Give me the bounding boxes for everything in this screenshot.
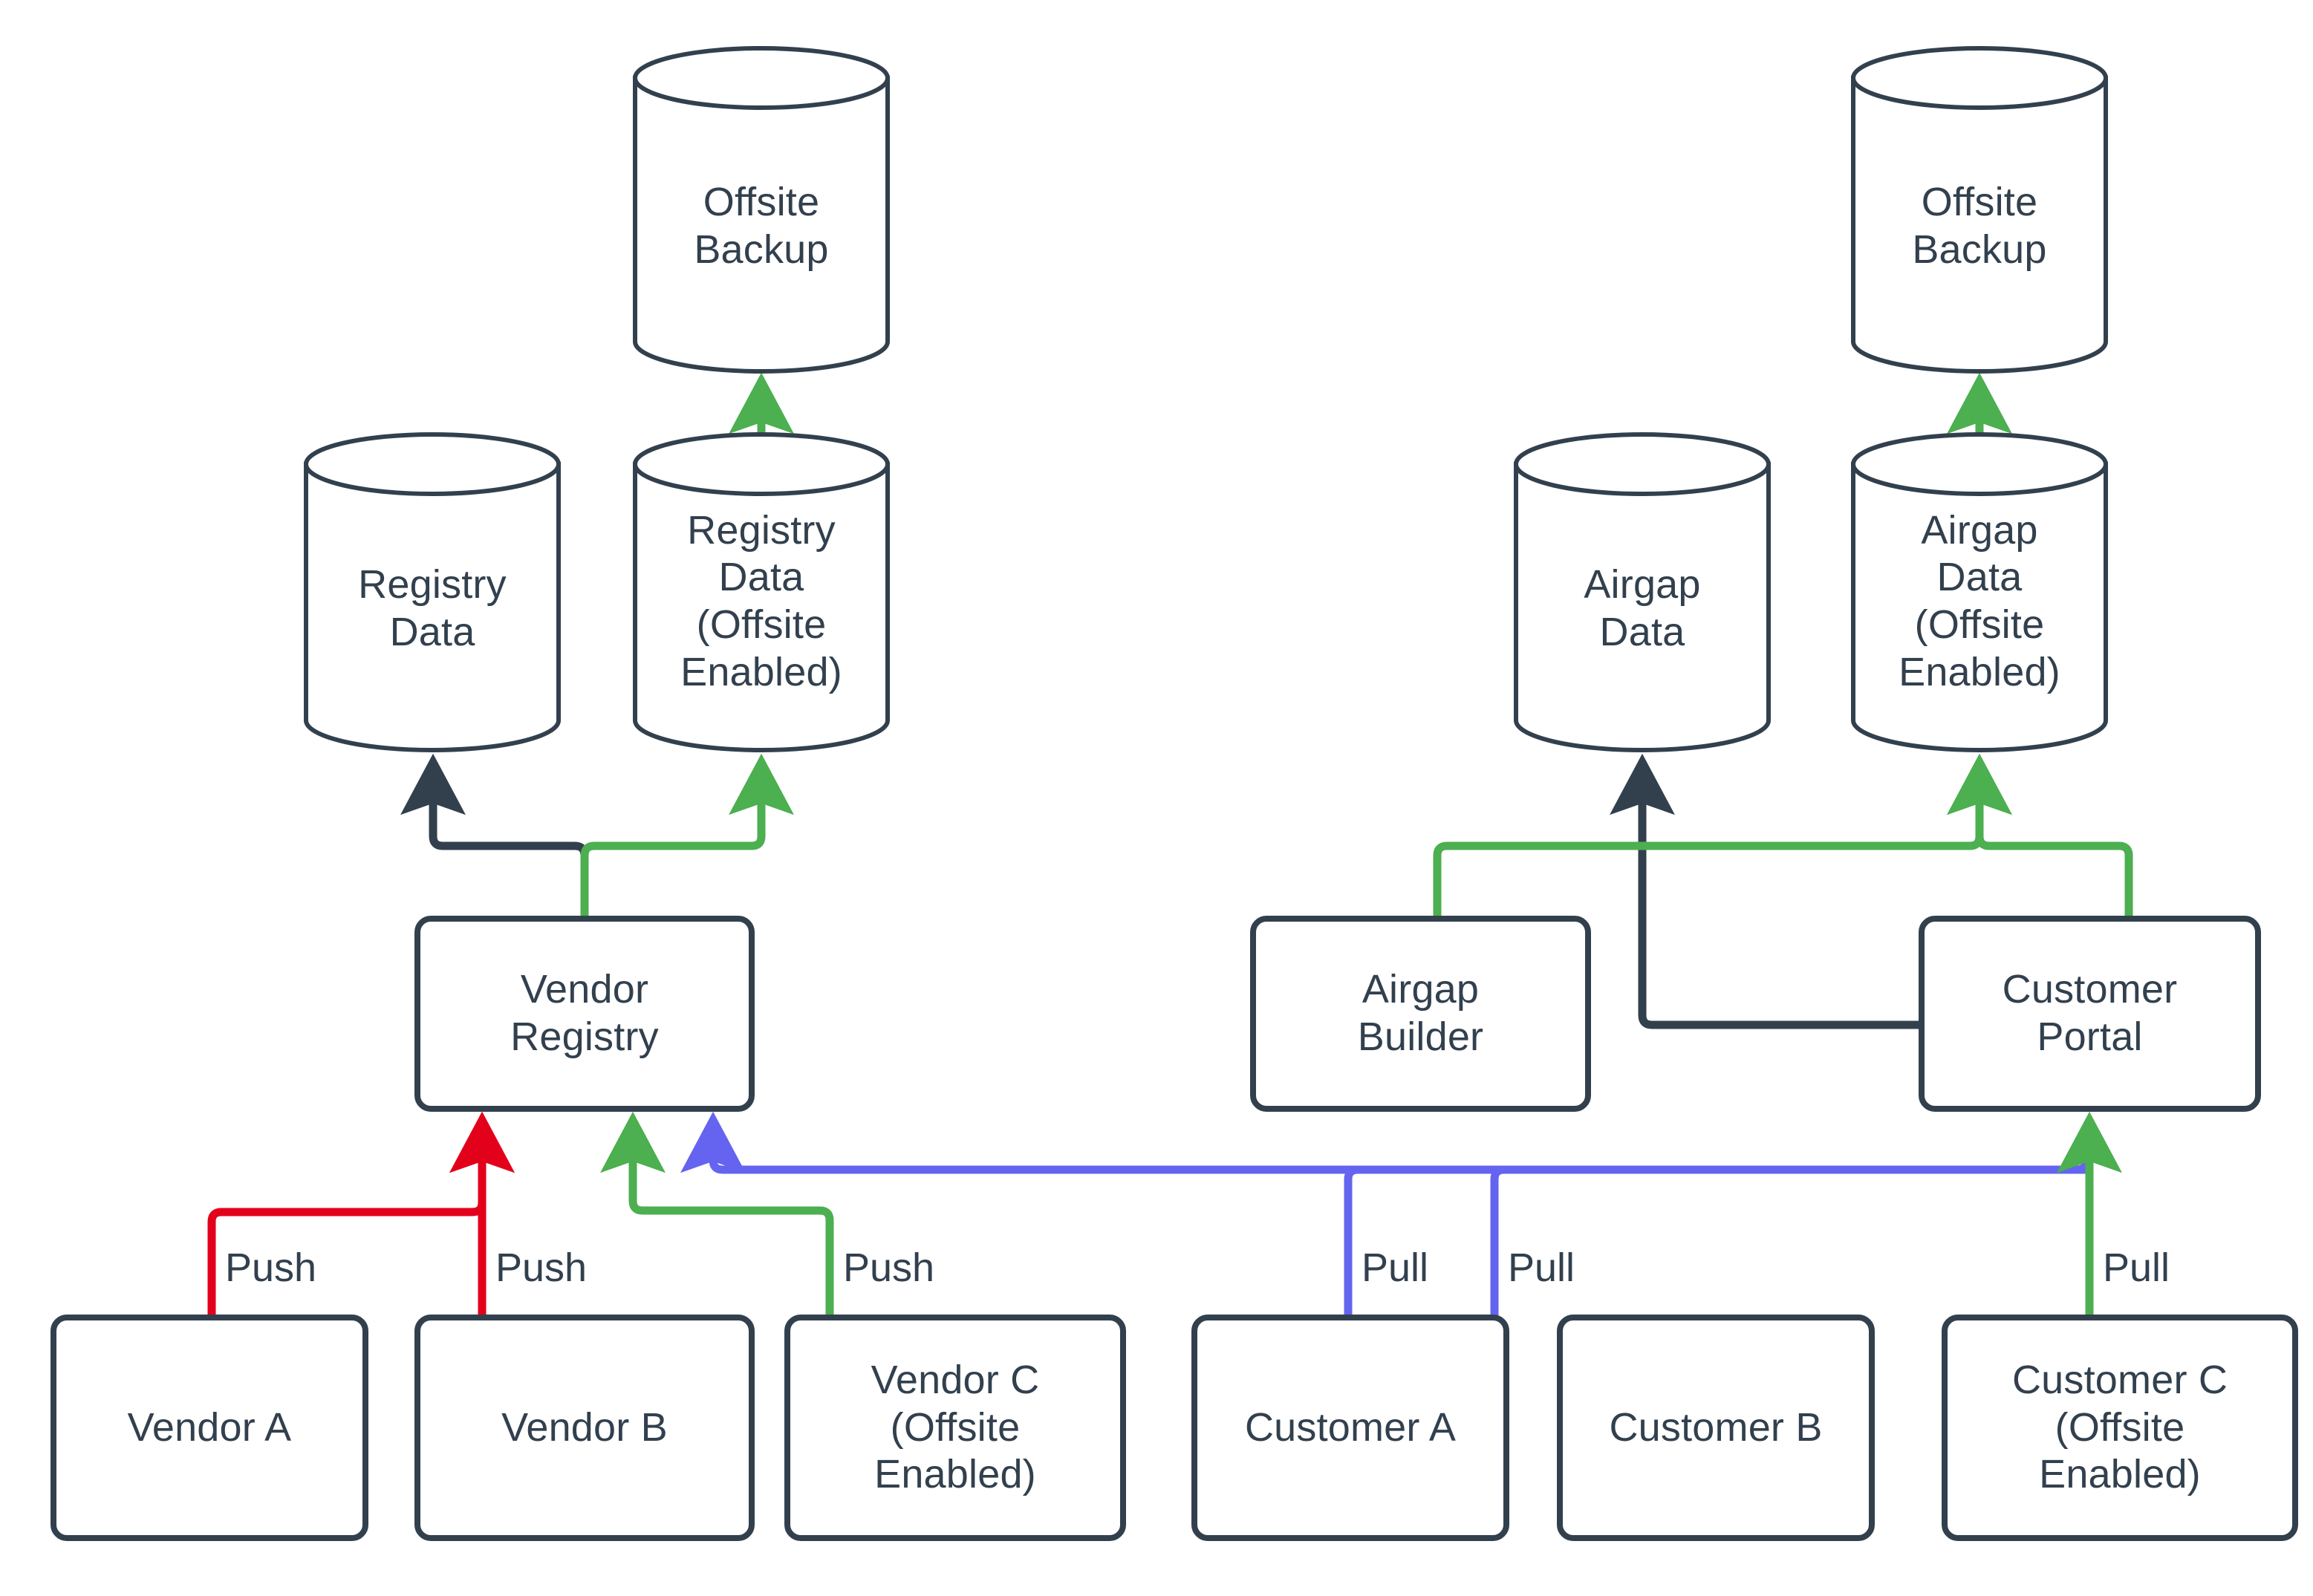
edge-label-customer-b-pull: Pull — [1508, 1245, 1575, 1290]
node-customer-portal[interactable] — [1919, 916, 2261, 1112]
node-offsite-backup-right[interactable] — [1851, 46, 2108, 374]
edge-customer-portal-to-airgap-data-offsite — [1947, 753, 2133, 923]
node-vendor-registry[interactable] — [414, 916, 755, 1112]
edge-airgap-builder-to-airgap-data-offsite — [1433, 753, 2012, 923]
node-offsite-backup-left[interactable] — [633, 46, 890, 374]
edge-label-vendor-b-push: Push — [495, 1245, 588, 1290]
node-registry-data[interactable] — [304, 432, 561, 752]
node-vendor-c[interactable] — [784, 1315, 1126, 1541]
edge-label-vendor-c-push: Push — [843, 1245, 935, 1290]
edge-label-customer-a-pull: Pull — [1362, 1245, 1429, 1290]
node-airgap-data[interactable] — [1514, 432, 1771, 752]
node-vendor-a[interactable] — [51, 1315, 368, 1541]
node-airgap-builder[interactable] — [1250, 916, 1591, 1112]
edge-vendor-c-push — [600, 1111, 834, 1322]
node-customer-c[interactable] — [1942, 1315, 2298, 1541]
node-customer-b[interactable] — [1557, 1315, 1875, 1541]
edge-blue-to-vendor-registry — [680, 1111, 2091, 1174]
edge-vendor-registry-to-registry-data-offsite — [580, 753, 794, 923]
edge-label-vendor-a-push: Push — [225, 1245, 317, 1290]
edge-label-customer-c-pull: Pull — [2103, 1245, 2170, 1290]
edge-customer-portal-to-airgap-data — [1610, 753, 1926, 1029]
edge-vendor-registry-to-registry-data — [400, 753, 589, 923]
node-vendor-b[interactable] — [414, 1315, 755, 1541]
node-airgap-data-offsite[interactable] — [1851, 432, 2108, 752]
node-registry-data-offsite[interactable] — [633, 432, 890, 752]
node-customer-a[interactable] — [1191, 1315, 1509, 1541]
